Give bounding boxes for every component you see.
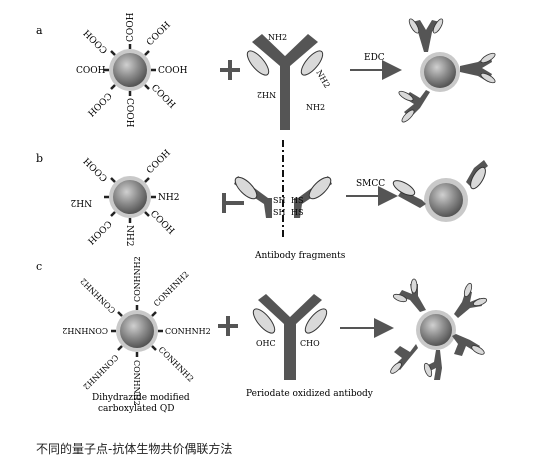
- panel-b-plus: [222, 193, 244, 213]
- panel-b-arrow-label: SMCC: [356, 179, 385, 189]
- panel-a-product: [398, 18, 496, 123]
- panel-c-group-top: CONHNH2: [133, 256, 142, 302]
- panel-a-ab-group-3: NH2: [257, 90, 276, 99]
- panel-b-frag-group-3: HS: [291, 196, 303, 205]
- panel-b-product: [392, 160, 488, 222]
- panel-b-frag-group-2: SH: [273, 208, 285, 217]
- panel-b-frag-group-4: HS: [291, 208, 303, 217]
- panel-b-frag-group-1: SH: [273, 196, 285, 205]
- panel-b-group-left: NH2: [71, 197, 92, 207]
- panel-a-group-bottom-right: COOH: [149, 83, 177, 111]
- panel-c-group-bottom: CONHNH2: [132, 360, 141, 406]
- panel-c-ab-group-2: CHO: [300, 339, 320, 348]
- figure-caption: 不同的量子点-抗体生物共价偶联方法: [36, 442, 233, 456]
- panel-c-group-top-right: CONHNH2: [152, 270, 191, 309]
- panel-a-group-left: COOH: [76, 66, 106, 76]
- panel-b-letter: b: [36, 152, 43, 165]
- panel-a-ab-group-4: NH2: [306, 103, 325, 112]
- panel-b-group-bottom-left: COOH: [85, 218, 113, 246]
- panel-b-group-top-right: COOH: [145, 148, 173, 176]
- panel-c-ab-group-1: OHC: [256, 339, 276, 348]
- panel-a-group-top-right: COOH: [145, 20, 173, 48]
- panel-a-group-bottom: COOH: [124, 98, 134, 128]
- panel-a-ab-group-1: NH2: [268, 33, 287, 42]
- panel-a-antibody: [246, 34, 324, 130]
- panel-b-group-bottom-right: COOH: [148, 209, 176, 237]
- panel-c-plus: [218, 316, 238, 336]
- panel-b-qd: [104, 176, 156, 223]
- panel-a-qd: [104, 44, 156, 96]
- panel-c-qd-caption-1: Dihydrazide modified: [92, 393, 190, 403]
- panel-a-arrow-label: EDC: [364, 53, 385, 63]
- panel-c-antibody: [252, 294, 328, 380]
- panel-a-group-bottom-left: COOH: [85, 90, 113, 118]
- panel-b-group-right: NH2: [158, 193, 179, 203]
- panel-c-product: [390, 278, 488, 380]
- panel-b-group-top-left: COOH: [82, 155, 110, 183]
- panel-a-ab-group-2: NH2: [314, 69, 331, 90]
- panel-c-group-left: CONHNH2: [62, 326, 108, 335]
- panel-a-letter: a: [36, 24, 43, 37]
- panel-c-qd: [111, 305, 163, 357]
- panel-b-group-bottom: NH2: [124, 225, 134, 246]
- panel-b-fragment-caption: Antibody fragments: [254, 251, 346, 261]
- panel-a-plus: [220, 60, 240, 80]
- panel-c-group-bottom-left: CONHNH2: [81, 353, 120, 392]
- panel-c-antibody-caption: Periodate oxidized antibody: [246, 389, 374, 399]
- panel-a-group-top: COOH: [126, 12, 136, 42]
- panel-c-letter: c: [36, 260, 42, 273]
- panel-c-group-bottom-right: CONHNH2: [157, 345, 196, 384]
- panel-a-group-right: COOH: [158, 66, 188, 76]
- panel-a-group-top-left: COOH: [82, 27, 110, 55]
- panel-c-qd-caption-2: carboxylated QD: [98, 404, 174, 414]
- panel-c-group-right: CONHNH2: [165, 327, 211, 336]
- panel-b-fragments: [234, 140, 332, 240]
- panel-c-group-top-left: CONHNH2: [79, 276, 118, 315]
